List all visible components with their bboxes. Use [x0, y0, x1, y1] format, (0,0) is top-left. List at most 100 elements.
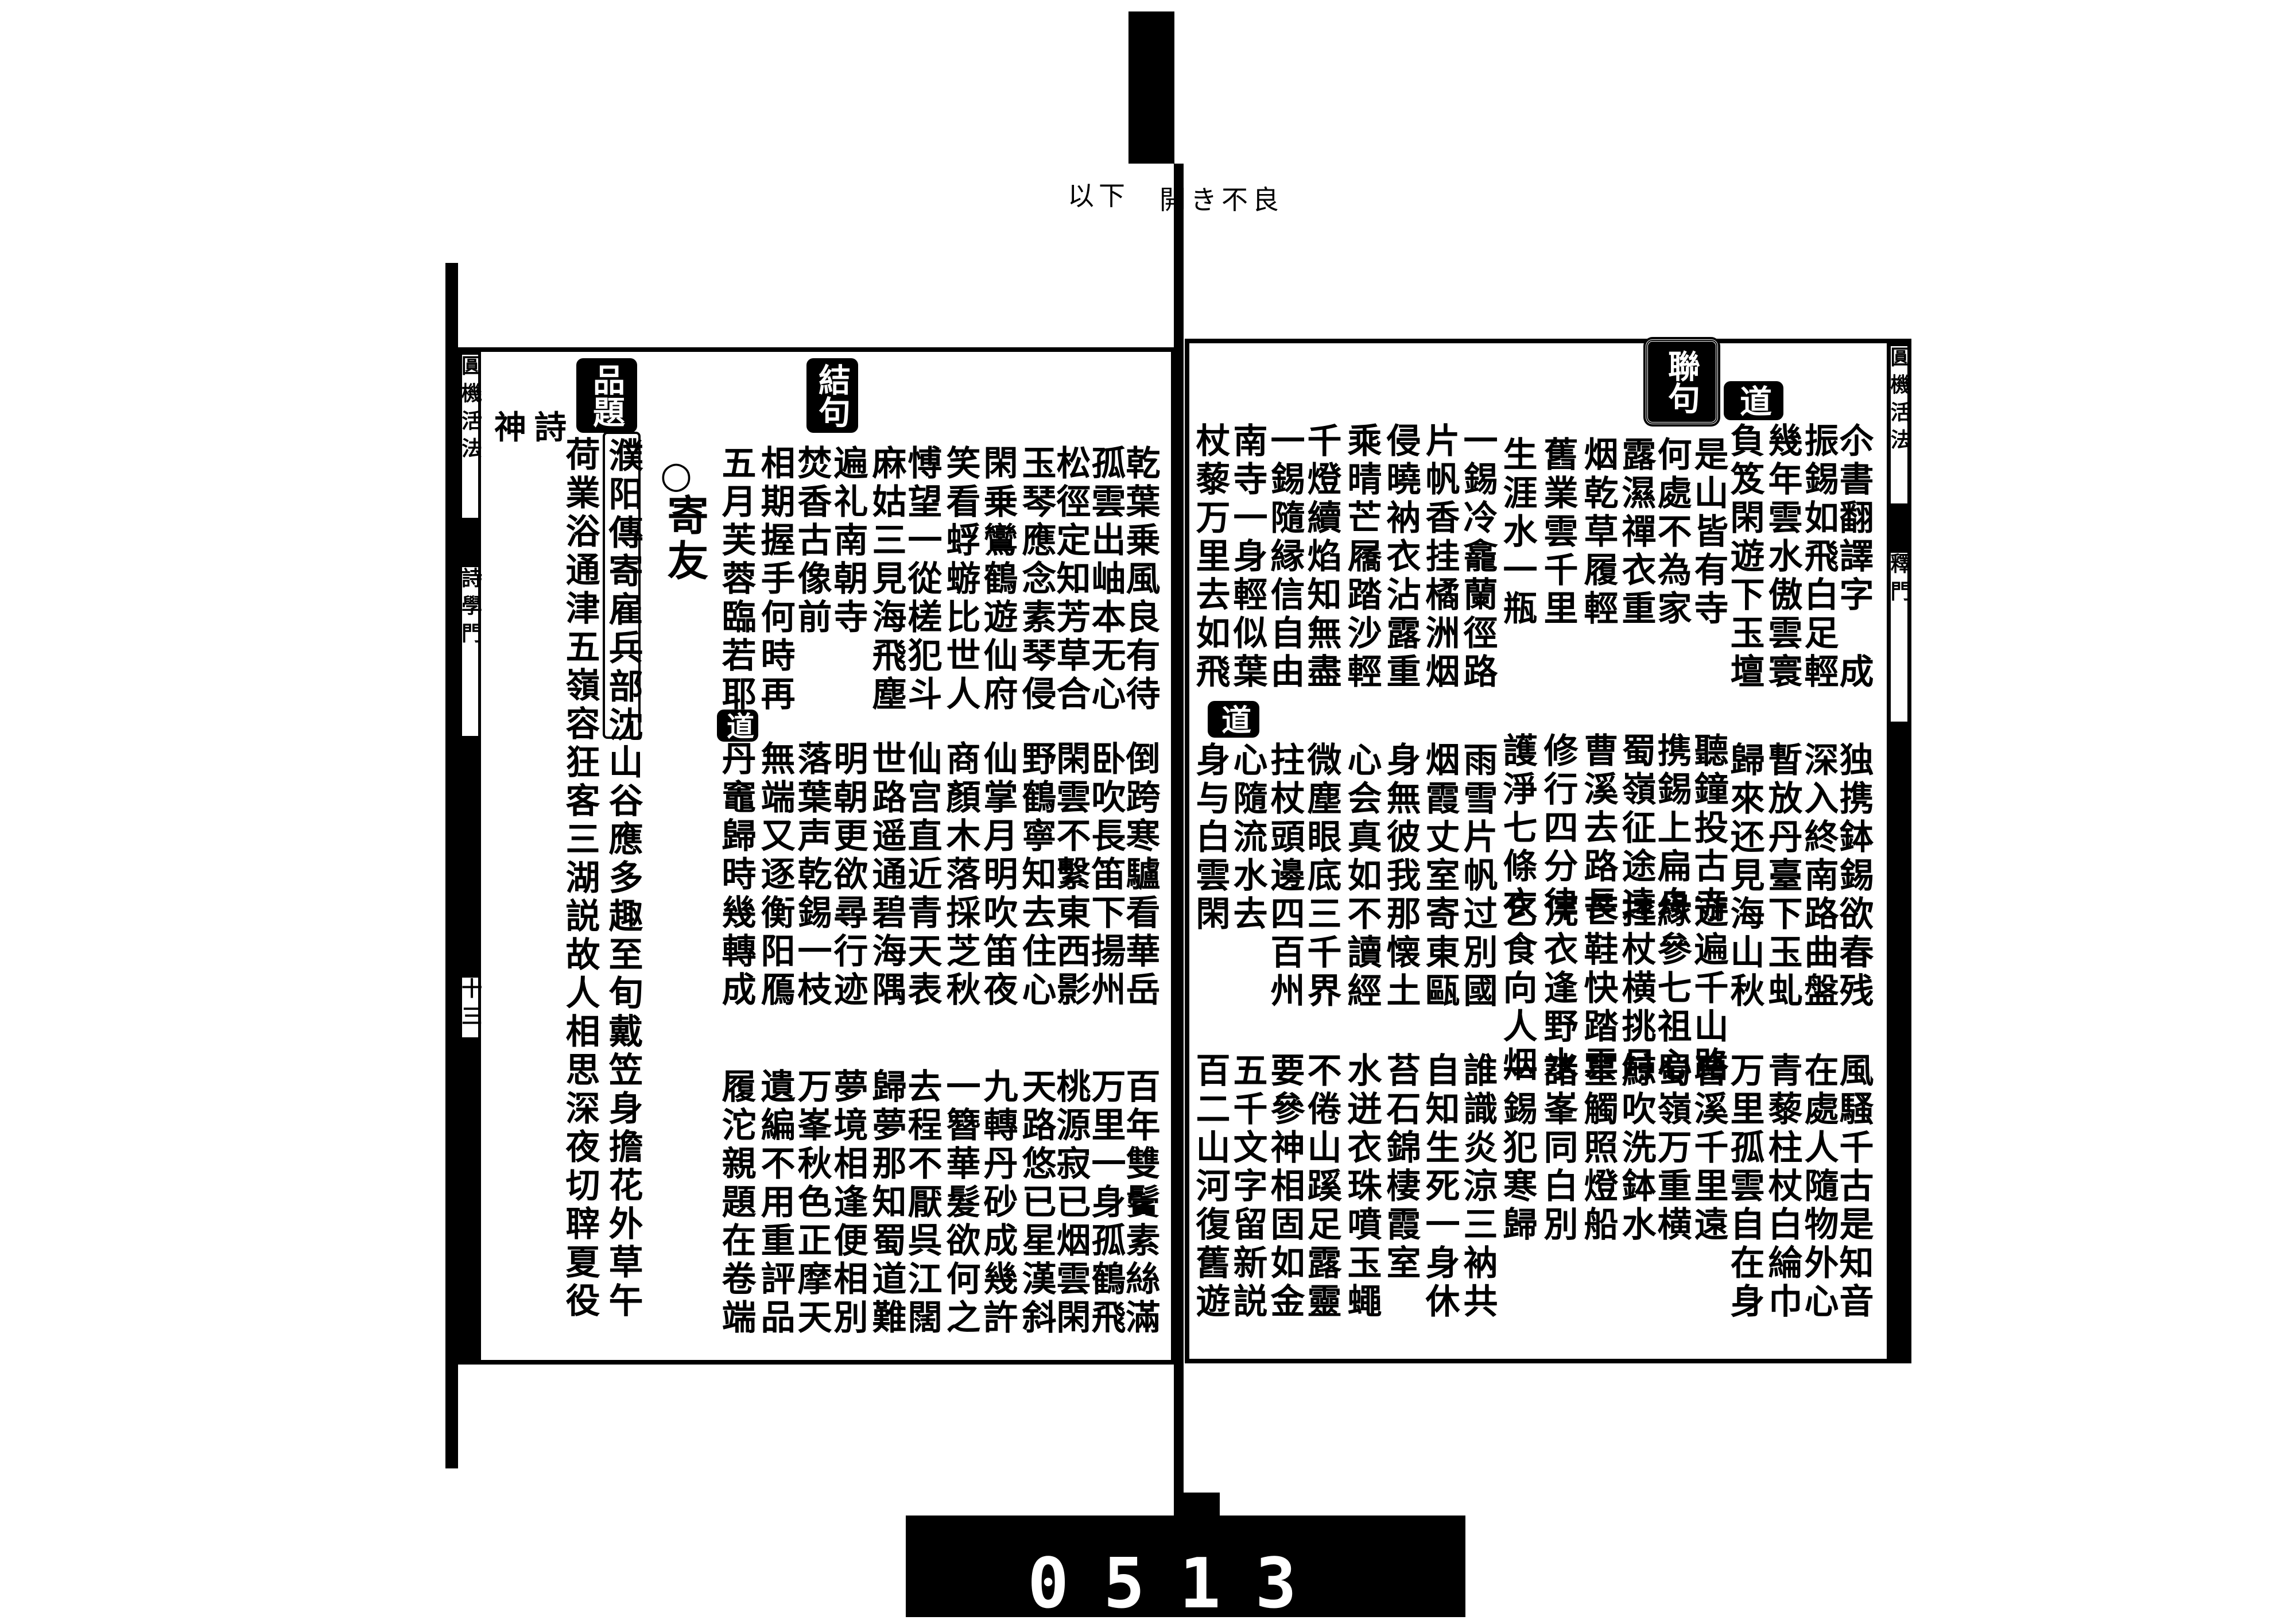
poem-line: 一錫犯寒歸 — [1497, 1052, 1537, 1245]
poem-line: 拄杖横挑月 — [1616, 893, 1656, 1085]
couplet-label: 聯句 — [1646, 339, 1718, 424]
heading-label-pinti: 品題 — [576, 358, 637, 433]
poem-line: 卧吹長笛下揚州 — [1085, 741, 1126, 1010]
poem-line: 桃源寂已烟雲閑 — [1050, 1068, 1091, 1338]
poem-line: 携錫上扁舟 — [1651, 732, 1692, 925]
poem-line: 苔石錦棲霞室 — [1380, 1052, 1421, 1283]
poem-line: 万里一身孤鶴飛 — [1085, 1068, 1126, 1338]
poem-line: 雨雪片帆过別國 — [1457, 742, 1498, 1011]
left-margin-section: 詩學門 — [458, 565, 482, 738]
poem-line: 仙宫直近青天表 — [902, 741, 942, 1010]
poem-line: 不倦山蹊足露靈 — [1301, 1052, 1341, 1321]
poem-line: 聽鐘投古寺 — [1688, 732, 1728, 925]
poem-line: 笑看蜉蝣比世人 — [940, 445, 980, 714]
poem-line: 縁參七祖心 — [1651, 893, 1692, 1085]
poem-line: 身与白雲閑 — [1190, 742, 1230, 934]
right-margin-section: 釋門 — [1887, 551, 1911, 723]
poem-line: 倒跨寒驢看華岳 — [1120, 741, 1160, 1010]
poem-line: 鯨吹洗鉢水 — [1616, 1052, 1656, 1245]
title-col: 濮阳傳寄雇兵部沈 — [603, 437, 643, 745]
poem-line: 千燈續焰知無盡 — [1301, 423, 1341, 692]
poem-line: 一錫隨縁信自由 — [1265, 423, 1305, 692]
poem-line: 遊遍千山路 — [1688, 893, 1728, 1085]
poem-line: 修行四分律 — [1538, 732, 1578, 925]
poem-line: 曹溪千里遠 — [1688, 1052, 1728, 1245]
poem-line: 星觸照燈船 — [1578, 1052, 1618, 1245]
poem-line: 烟乾草履輕 — [1578, 436, 1618, 629]
poem-line: 夢境相逢便相別 — [828, 1068, 868, 1338]
poem-mark: ○ — [660, 454, 692, 497]
poet-name: 詩 神 — [494, 402, 567, 448]
dao-label-2: 道 — [1208, 701, 1259, 738]
poem-line: 舊業雲千里 — [1538, 436, 1578, 629]
poem-line: 身無彼我那懐土 — [1380, 742, 1421, 1011]
poet-char: 詩 — [534, 409, 567, 447]
poem-line: 負笈閑遊下玉壇 — [1724, 423, 1764, 692]
poem-line: 独携鉢錫欲春残 — [1833, 742, 1874, 1011]
binding-tab — [1128, 11, 1174, 164]
poem-title: 寄友 — [660, 494, 709, 584]
poem-line: 落葉声乾錫一枝 — [792, 741, 832, 1010]
poem-line: 露濕禪衣重 — [1616, 436, 1656, 629]
poem-line: 微塵眼底三千界 — [1301, 742, 1341, 1011]
poem-line: 仙掌月明吹笛夜 — [978, 741, 1018, 1010]
poem-line: 相期握手何時再 — [755, 445, 795, 714]
poem-line: 愽望一從槎犯斗 — [902, 445, 942, 714]
title-box — [603, 432, 641, 739]
poem-line: 生涯水一瓶 — [1497, 436, 1537, 629]
header-note-left: 以下 — [1068, 180, 1130, 211]
poem-line: 芒鞋快踏雲 — [1578, 893, 1618, 1085]
ending-label: 結句 — [806, 358, 858, 433]
poem-line: 侵曉衲衣沾露重 — [1380, 423, 1421, 692]
poem-line: 丹竈歸時幾轉成 — [716, 741, 756, 1010]
poem-line: 歸來还見海山秋 — [1724, 742, 1764, 1011]
poem-line: 天路悠已星漢斜 — [1016, 1068, 1056, 1338]
poem-line: 閑乗鸞鶴遊仙府 — [978, 445, 1018, 714]
poem-line: 商顏木落採芝秋 — [940, 741, 980, 1010]
poem-line: 振錫如飛白足輕 — [1798, 423, 1839, 692]
poem-line: 曹溪去路長 — [1578, 732, 1618, 925]
poem-line: 世路遥通碧海隅 — [866, 741, 906, 1010]
poem-line: 万里孤雲自在身 — [1724, 1052, 1764, 1321]
poem-line: 蜀嶺征途遠 — [1616, 732, 1656, 925]
poem-line: 杖藜万里去如飛 — [1190, 423, 1230, 692]
header-note-right: 開き不良 — [1159, 184, 1283, 215]
poem-line: 九轉丹砂成幾許 — [978, 1068, 1018, 1338]
poem-line: 野鶴寧知去住心 — [1016, 741, 1056, 1010]
poem-line: 万峯秋色正摩天 — [792, 1068, 832, 1338]
left-page-outer-edge — [445, 263, 458, 1468]
poem-line: 深入終南路曲盤 — [1798, 742, 1839, 1011]
poem-line: 遺編不用重評品 — [755, 1068, 795, 1338]
poem-line: 五月芙蓉臨若耶 — [716, 445, 756, 714]
poem-line: 一錫冷龕蘭徑路 — [1457, 423, 1498, 692]
poem-line: 焚香古像前 — [792, 445, 832, 637]
second-col: 荷業浴通津五嶺容狂客三湖説故人相思深夜切䏁夏役 — [560, 436, 600, 1321]
title-rest: 山谷應多趣至旬戴笠身擔花外草午 — [603, 744, 643, 1321]
dao-label: 道 — [717, 710, 758, 742]
film-number-strip — [906, 1516, 1465, 1617]
poem-line: 百年雙鬢素絲滿 — [1120, 1068, 1160, 1338]
poem-line: 是山皆有寺 — [1688, 436, 1728, 629]
poem-line: 何處不為家 — [1651, 436, 1692, 629]
poem-line: 風騷千古是知音 — [1833, 1052, 1874, 1321]
gutter-bump — [1174, 1493, 1220, 1527]
poem-line: 閑雲不繫東西影 — [1050, 741, 1091, 1010]
left-margin-title: 圓機活法 — [458, 353, 482, 520]
poem-line: 暫放丹臺下玉虬 — [1762, 742, 1802, 1011]
poem-line: 浣衣逢野水 — [1538, 893, 1578, 1085]
poem-line: 尒書翻譯字 成 — [1833, 423, 1874, 692]
poet-char: 神 — [494, 409, 526, 447]
poem-line: 誰識炎涼三衲共 — [1457, 1052, 1498, 1321]
poem-line: 去程不厭呉江闊 — [902, 1068, 942, 1338]
poem-line: 水迸衣珠噴玉蠅 — [1341, 1052, 1382, 1321]
poem-line: 幾年雲水傲雲寰 — [1762, 423, 1802, 692]
poem-line: 蜀嶺万重横 — [1651, 1052, 1692, 1245]
poem-line: 孤雲出岫本无心 — [1085, 445, 1126, 714]
poem-line: 乞食向人烟 — [1497, 893, 1537, 1085]
poem-line: 松徑定知芳草合 — [1050, 445, 1091, 714]
poem-line: 諸峯同白別 — [1538, 1052, 1578, 1245]
poem-line: 自知生死一身休 — [1420, 1052, 1460, 1321]
poem-line: 乘晴芒屩踏沙輕 — [1341, 423, 1382, 692]
poem-line: 無端又逐衡阳鴈 — [755, 741, 795, 1010]
poem-line: 百二山河復舊遊 — [1190, 1052, 1230, 1321]
